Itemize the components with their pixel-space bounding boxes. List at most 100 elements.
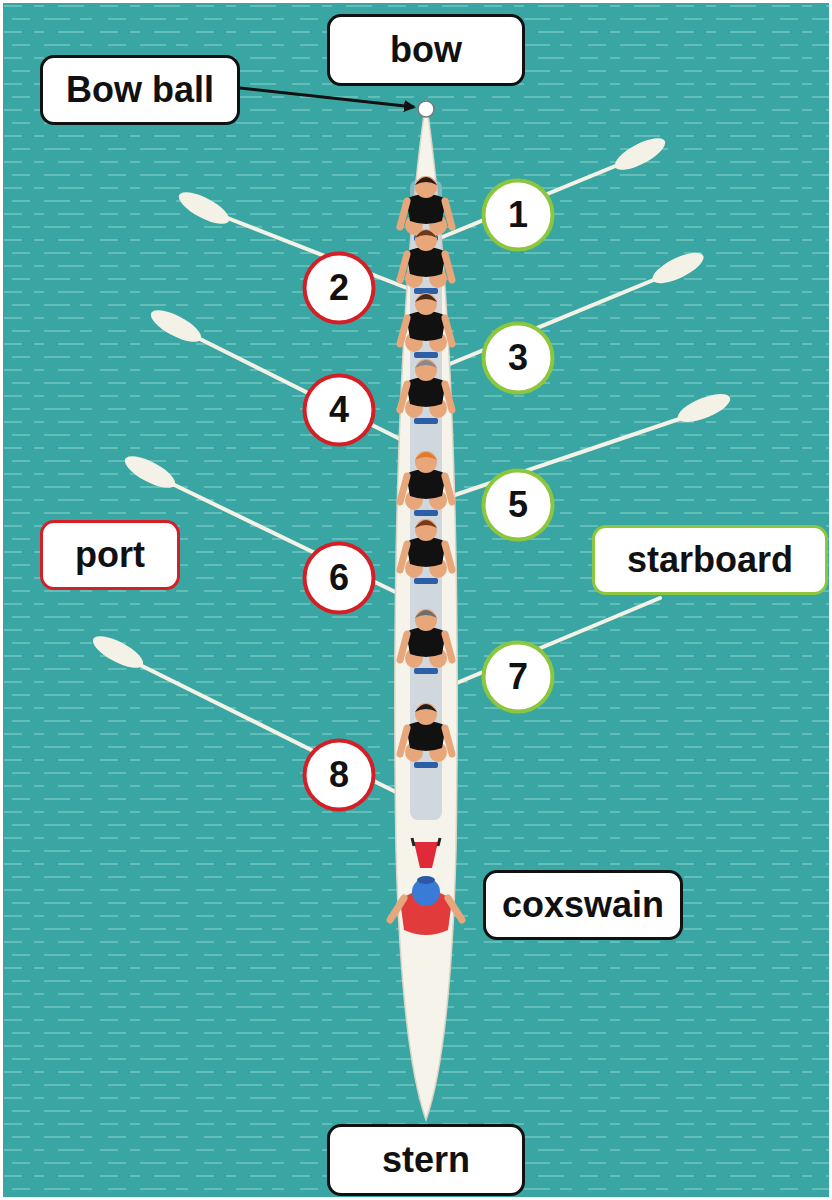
- rower-part: [406, 469, 446, 499]
- callout-number: 6: [329, 558, 349, 598]
- seat-number: 2: [302, 251, 376, 325]
- callout-number: 8: [329, 755, 349, 795]
- rower-part: [415, 176, 437, 198]
- rower-part: [415, 229, 437, 251]
- rower-part: [400, 634, 407, 660]
- coxswain-figure: [390, 838, 462, 935]
- rower-part: [415, 610, 437, 618]
- seat-number: 3: [481, 321, 555, 395]
- callout-number: 5: [508, 485, 528, 525]
- seat-number: 4: [302, 373, 376, 447]
- rower-part: [415, 519, 437, 541]
- end-label: bow: [327, 14, 525, 86]
- rower-part: [445, 728, 452, 754]
- rower: [400, 176, 452, 241]
- rower-part: [445, 634, 452, 660]
- rower: [400, 519, 452, 584]
- rower-part: [414, 762, 438, 768]
- rower-part: [406, 194, 446, 224]
- rower-part: [414, 510, 438, 516]
- rower-part: [415, 452, 437, 460]
- circle-outline: [305, 376, 374, 445]
- rower: [400, 293, 452, 358]
- label-text: Bow ball: [66, 70, 214, 110]
- bow-ball: [418, 101, 434, 117]
- rower: [400, 359, 452, 424]
- callout-number: 4: [329, 390, 349, 430]
- rower-part: [415, 294, 437, 302]
- circle-outline: [305, 741, 374, 810]
- callout-label: Bow ball: [40, 55, 240, 125]
- rower-part: [414, 352, 438, 358]
- circle-outline: [484, 181, 553, 250]
- rower-part: [406, 377, 446, 407]
- rower-part: [400, 254, 407, 280]
- rower-part: [415, 704, 437, 712]
- circle-outline: [484, 471, 553, 540]
- callout-number: 3: [508, 338, 528, 378]
- rower-part: [406, 247, 446, 277]
- rower-part: [406, 627, 446, 657]
- rower: [400, 229, 452, 294]
- label-text: coxswain: [502, 885, 664, 925]
- rower-part: [415, 293, 437, 315]
- rower-part: [414, 668, 438, 674]
- seat-number: 5: [481, 468, 555, 542]
- circle-outline: [484, 324, 553, 393]
- rower-part: [415, 703, 437, 725]
- rower-part: [414, 578, 438, 584]
- leader-arrow: [240, 88, 414, 107]
- rower-part: [400, 201, 407, 227]
- end-label: stern: [327, 1124, 525, 1196]
- seat-number: 6: [302, 541, 376, 615]
- rower-part: [400, 476, 407, 502]
- seat-number: 7: [481, 640, 555, 714]
- circle-outline: [484, 643, 553, 712]
- rower-part: [400, 318, 407, 344]
- circle-outline: [305, 544, 374, 613]
- side-label: starboard: [592, 525, 828, 595]
- rower-part: [415, 230, 437, 238]
- rower-part: [445, 384, 452, 410]
- rower-part: [400, 544, 407, 570]
- rower-part: [445, 476, 452, 502]
- role-label: coxswain: [483, 870, 683, 940]
- seat-number: 8: [302, 738, 376, 812]
- rower: [400, 451, 452, 516]
- rower-part: [415, 451, 437, 473]
- rower-part: [415, 520, 437, 528]
- rower-part: [445, 318, 452, 344]
- rower-part: [445, 201, 452, 227]
- rower-part: [445, 254, 452, 280]
- rower: [400, 609, 452, 674]
- rower-part: [400, 384, 407, 410]
- rower-part: [406, 537, 446, 567]
- label-text: bow: [390, 30, 462, 70]
- rower-part: [414, 418, 438, 424]
- rower-part: [415, 609, 437, 631]
- label-text: stern: [382, 1140, 470, 1180]
- rower-part: [400, 728, 407, 754]
- rower-part: [415, 359, 437, 381]
- rower-part: [445, 544, 452, 570]
- rowers: [400, 176, 452, 768]
- rower-part: [406, 311, 446, 341]
- rower-part: [415, 360, 437, 368]
- label-text: port: [75, 535, 145, 575]
- callout-number: 1: [508, 195, 528, 235]
- seat-number: 1: [481, 178, 555, 252]
- hull: [395, 100, 457, 1120]
- rower: [400, 703, 452, 768]
- side-label: port: [40, 520, 180, 590]
- callout-number: 2: [329, 268, 349, 308]
- rower-part: [415, 177, 437, 185]
- circle-outline: [305, 254, 374, 323]
- label-text: starboard: [627, 540, 793, 580]
- rower-part: [406, 721, 446, 751]
- callout-number: 7: [508, 657, 528, 697]
